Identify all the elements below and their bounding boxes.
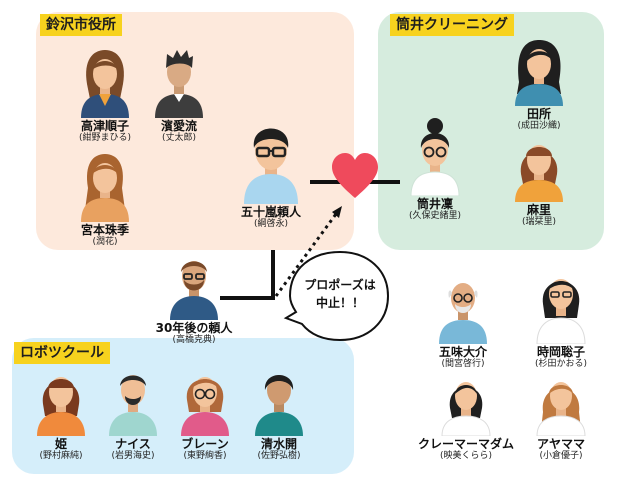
actor-name: (紺野まひる) [78,133,132,143]
man-avatar-icon [155,50,203,118]
actor-name: (岩男海史) [111,451,155,461]
actor-name: (野村麻純) [39,451,83,461]
character-name: 麻里 [526,203,551,217]
character-name: 濱愛流 [160,119,197,133]
speech-line-1: プロポーズは [304,278,376,292]
character-future-yorito: 30年後の頼人 (高橋克典) [146,250,242,346]
actor-name: (東野絢香) [183,451,227,461]
character-name: クレーマーマダム [417,437,514,451]
woman-avatar-icon [536,382,586,436]
character-name: 筒井凜 [416,197,453,211]
actor-name: (間宮啓行) [441,359,485,369]
cleaning-label: 筒井クリーニング [390,14,514,36]
arrow-head [332,206,342,218]
woman-avatar-icon [81,50,129,118]
character-takatsu: 高津順子 (紺野まひる) [60,44,150,144]
character-name: 時岡聡子 [536,345,585,359]
character-name: 清水開 [260,437,297,451]
character-gomi: 五味大介 (間宮啓行) [418,268,508,370]
dotted-arrow-line [274,213,338,297]
actor-name: (杉田かおる) [534,359,588,369]
actor-name: (丈太郎) [161,133,197,143]
man-avatar-icon [255,375,303,436]
character-nice: ナイス (岩男海史) [88,364,178,462]
character-name: 五味大介 [438,345,487,359]
main-hero-avatar-icon [244,128,298,204]
actor-name: (成田沙織) [517,121,561,131]
cleaning-group [378,12,604,250]
woman-avatar-icon [515,40,563,106]
actor-name: (瑞栞里) [521,217,557,227]
character-claimer: クレーマーマダム (映美くらら) [414,372,518,462]
character-name: ナイス [115,437,151,451]
speech-bubble [283,250,390,342]
older-man-avatar-icon [170,261,218,320]
robot-club-label: ロボツクール [14,342,110,364]
character-igarashi: 五十嵐頼人 (綱啓永) [226,112,316,230]
character-ayamama: アヤママ (小倉優子) [516,372,606,462]
city-hall-label: 鈴沢市役所 [40,14,122,36]
actor-name: (綱啓永) [253,219,289,229]
woman-glasses-avatar-icon [536,279,586,344]
character-mari: 麻里 (瑞栞里) [494,134,584,228]
character-name: ブレーン [181,437,229,451]
woman-glasses-avatar-icon [181,377,229,436]
woman-avatar-icon [515,145,563,202]
character-tokioka: 時岡聡子 (杉田かおる) [516,262,606,370]
character-tsutsui: 筒井凜 (久保史緒里) [390,116,480,222]
character-hime: 姫 (野村麻純) [16,364,106,462]
character-brain: ブレーン (東野絢香) [160,364,250,462]
man-beard-avatar-icon [109,375,157,436]
woman-glasses-avatar-icon [410,118,460,196]
character-name: 姫 [54,437,67,451]
heart-icon [332,153,378,198]
actor-name: (小倉優子) [539,451,583,461]
character-miyamoto: 宮本珠季 (潤花) [60,148,150,248]
actor-name: (久保史緒里) [408,211,462,221]
speech-line-2: 中止！！ [315,296,364,310]
character-hama: 濱愛流 (丈太郎) [134,44,224,144]
character-name: 宮本珠季 [80,223,129,237]
character-name: アヤママ [536,437,585,451]
character-name: 高津順子 [80,119,129,133]
character-name: 田所 [526,107,551,121]
woman-avatar-icon [441,382,491,436]
actor-name: (潤花) [92,237,118,247]
character-name: 五十嵐頼人 [240,205,301,219]
woman-avatar-icon [37,377,85,436]
actor-name: (佐野弘樹) [257,451,301,461]
actor-name: (映美くらら) [439,451,493,461]
woman-avatar-icon [81,154,129,222]
character-shimizu: 清水開 (佐野弘樹) [234,364,324,462]
character-name: 30年後の頼人 [155,321,233,335]
speech-bubble-text: プロポーズは 中止！！ [292,276,388,312]
character-tadokoro: 田所 (成田沙織) [494,38,584,132]
actor-name: (高橋克典) [172,335,216,345]
old-man-avatar-icon [439,283,487,344]
